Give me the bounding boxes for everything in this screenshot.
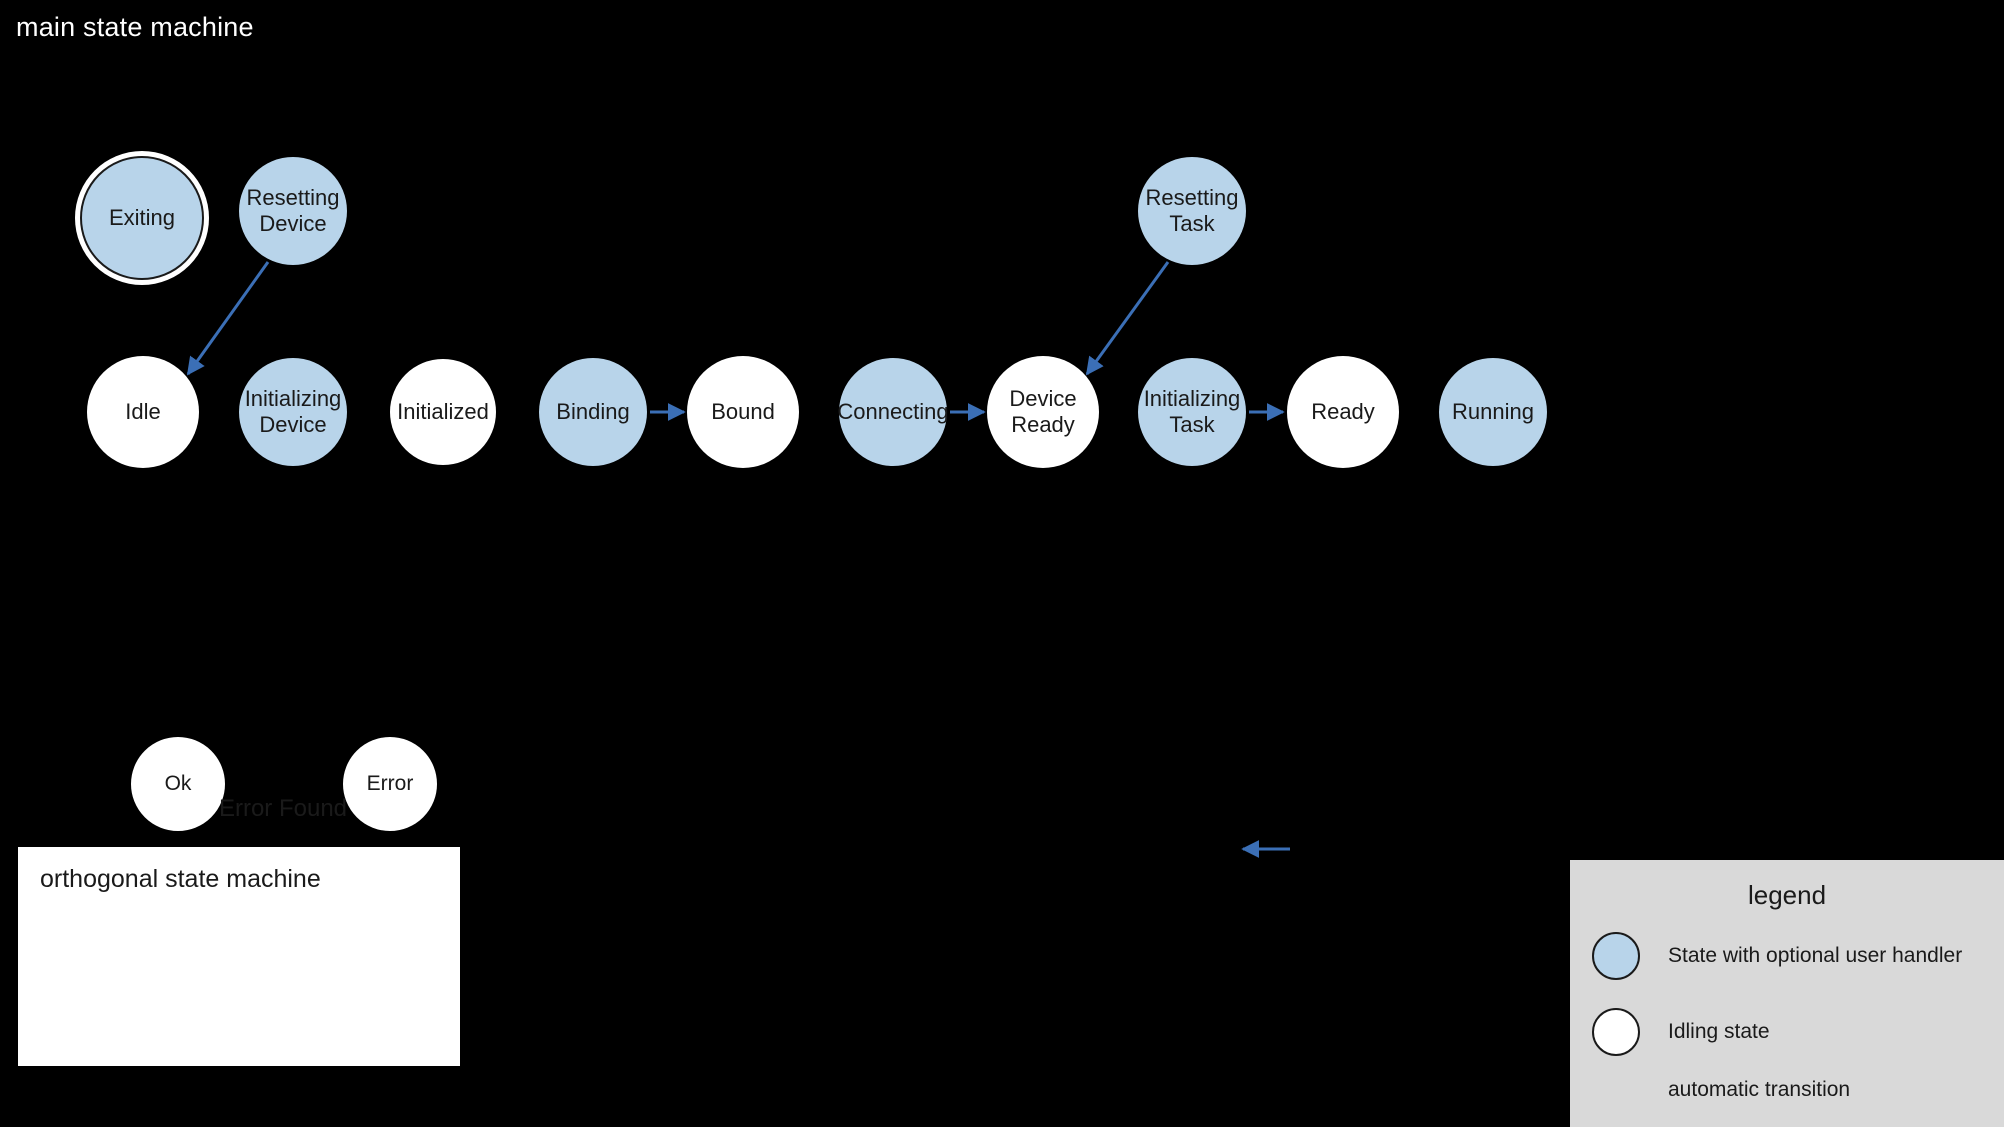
page-title: main state machine bbox=[16, 12, 254, 42]
sub-state-node-error[interactable]: Error bbox=[341, 735, 439, 833]
legend-label-idling-state: Idling state bbox=[1668, 1020, 1770, 1043]
state-node-initializing-device[interactable]: Initializing Device bbox=[239, 358, 347, 466]
state-node-initializing-task[interactable]: Initializing Task bbox=[1138, 358, 1246, 466]
legend-label-handler-state: State with optional user handler bbox=[1668, 944, 1963, 967]
main-transitions bbox=[186, 261, 1285, 421]
transition-resetting-device-to-idle bbox=[186, 261, 270, 376]
state-node-exiting[interactable]: Exiting bbox=[80, 156, 204, 280]
legend-item-handler-state: State with optional user handler bbox=[1592, 932, 1962, 980]
legend-label-automatic-transition: automatic transition bbox=[1668, 1078, 1851, 1101]
sub-state-node-ok[interactable]: Ok bbox=[129, 735, 227, 833]
state-node-idle[interactable]: Idle bbox=[87, 356, 199, 468]
state-node-bound[interactable]: Bound bbox=[687, 356, 799, 468]
state-node-resetting-task[interactable]: Resetting Task bbox=[1138, 157, 1246, 265]
legend-title: legend bbox=[1747, 880, 1827, 910]
state-node-running[interactable]: Running bbox=[1439, 358, 1547, 466]
state-node-resetting-device[interactable]: Resetting Device bbox=[239, 157, 347, 265]
state-node-device-ready[interactable]: Device Ready bbox=[987, 356, 1099, 468]
legend-panel: legend State with optional user handler … bbox=[1570, 860, 2004, 1127]
initial-state-dot bbox=[34, 769, 66, 801]
transition-label-error-found: Error Found bbox=[218, 795, 348, 822]
orthogonal-state-machine-title: orthogonal state machine bbox=[40, 865, 321, 893]
legend-item-automatic-transition: automatic transition bbox=[1592, 1078, 1850, 1102]
state-node-ready[interactable]: Ready bbox=[1287, 356, 1399, 468]
state-node-connecting[interactable]: Connecting bbox=[837, 358, 949, 466]
transition-resetting-task-to-device-ready bbox=[1085, 261, 1170, 376]
state-node-binding[interactable]: Binding bbox=[539, 358, 647, 466]
idling-state-swatch-icon bbox=[1592, 1008, 1640, 1056]
state-node-initialized[interactable]: Initialized bbox=[390, 359, 496, 465]
legend-item-idling-state: Idling state bbox=[1592, 1008, 1770, 1056]
handler-state-swatch-icon bbox=[1592, 932, 1640, 980]
automatic-transition-arrow-icon bbox=[1592, 1080, 1640, 1100]
state-label-exiting: Exiting bbox=[80, 156, 204, 280]
orthogonal-state-machine-panel: orthogonal state machine bbox=[16, 845, 462, 1068]
